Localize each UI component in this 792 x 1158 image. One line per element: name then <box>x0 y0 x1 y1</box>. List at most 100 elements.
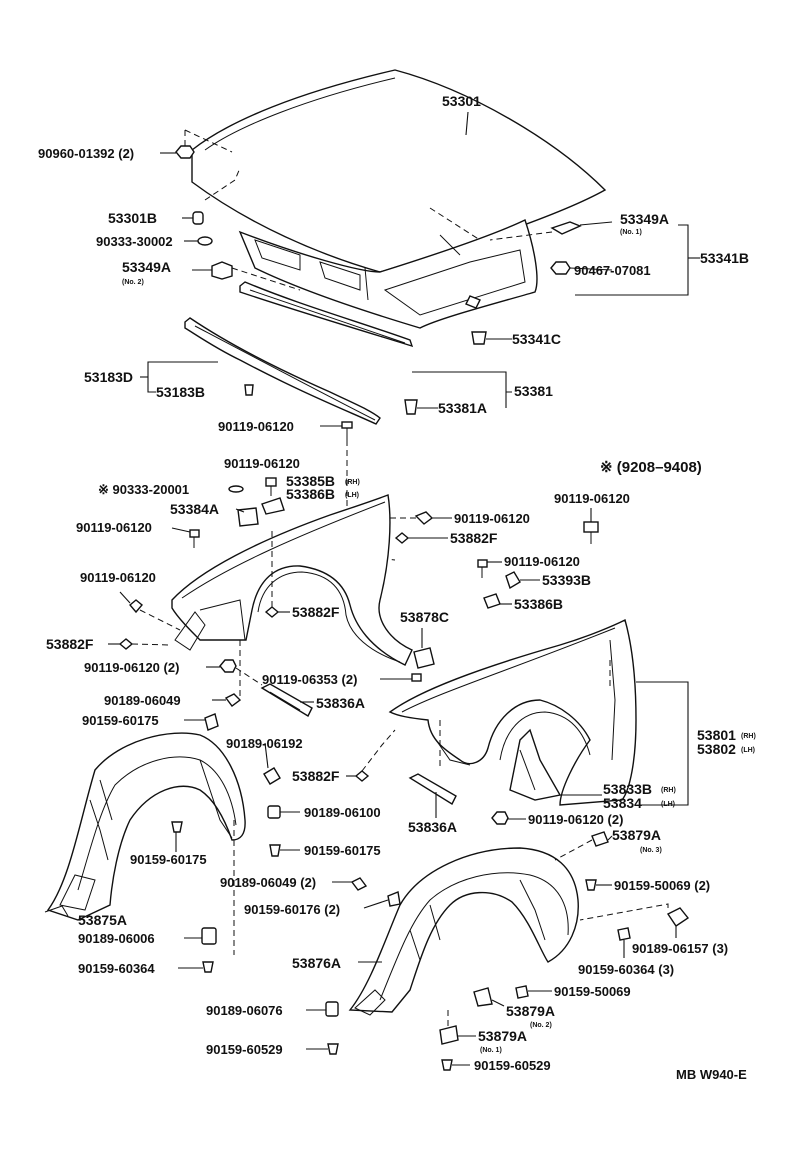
label-53882f-c: 53882F <box>292 604 340 620</box>
label-53834: 53834 <box>603 795 642 811</box>
leader-90189-b <box>264 742 269 769</box>
label-90119-k: 90119-06120 (2) <box>528 812 623 827</box>
label-90159-f: 90159-60176 (2) <box>244 902 340 917</box>
bolt-90119-i-icon <box>583 521 599 544</box>
fender-bracket-53385b-icon <box>261 497 285 515</box>
label-90159-g: 90159-60364 (3) <box>578 962 674 977</box>
clip-90119-e-icon <box>414 511 434 525</box>
label-53349a-top-no: (No. 1) <box>620 229 642 236</box>
plate-90189-b-icon <box>263 767 281 785</box>
label-53879a-b-no: (No. 2) <box>530 1022 552 1029</box>
screw-90159-a-icon <box>204 713 219 731</box>
label-53381a: 53381A <box>438 400 487 416</box>
bracket-53183d <box>147 361 218 393</box>
hood-hinge-clip-right-icon <box>550 221 582 275</box>
label-53183d: 53183D <box>84 369 133 385</box>
hood-inner-panel <box>238 219 538 329</box>
label-90159-b: 90159-60175 <box>130 852 207 867</box>
screw-90159-c-icon <box>269 844 281 857</box>
clip-53879a-c-icon <box>439 1025 459 1045</box>
dash-53349a-top <box>429 207 553 241</box>
dash-53882f-a <box>131 643 171 646</box>
label-53301: 53301 <box>442 93 481 109</box>
screw-90159-d-icon <box>202 961 214 973</box>
label-90159-j: 90159-60529 <box>474 1058 551 1073</box>
fender-bracket-53384a-icon <box>237 507 259 527</box>
label-53802: 53802 <box>697 741 736 757</box>
label-53876a: 53876A <box>292 955 341 971</box>
leader-53879a-a <box>607 835 613 841</box>
label-53381: 53381 <box>514 383 553 399</box>
label-90119-e: 90119-06120 <box>454 511 530 526</box>
label-53879a-c: 53879A <box>478 1028 527 1044</box>
dash-53882f-d <box>361 729 396 772</box>
clip-53879a-b-icon <box>473 987 493 1007</box>
screw-90159-i-icon <box>327 1043 339 1055</box>
fender-liner-53875a <box>44 732 246 921</box>
hood-to-cowl-seal <box>239 281 414 348</box>
fender-brace-53834-icon <box>509 728 562 801</box>
label-53349a-top: 53349A <box>620 211 669 227</box>
screw-90159-e-icon <box>585 879 597 891</box>
seal-clip-icon <box>244 384 254 396</box>
screw-90159-f-icon <box>387 891 401 907</box>
label-53879a-a: 53879A <box>612 827 661 843</box>
front-fender-late <box>388 618 637 806</box>
label-90189-g: 90189-06076 <box>206 1003 283 1018</box>
dash-90189-f <box>579 903 669 921</box>
fender-liner-bracket-53878c-icon <box>413 647 435 669</box>
bracket-53386b2-icon <box>483 593 501 609</box>
label-90119-d: 90119-06120 <box>80 570 156 585</box>
pad-53882f-d-icon <box>354 770 370 782</box>
label-90119-i: 90119-06120 <box>554 491 630 506</box>
label-53879a-a-no: (No. 3) <box>640 847 662 854</box>
label-90467: 90467-07081 <box>574 263 651 278</box>
label-53301b: 53301B <box>108 210 157 226</box>
label-53801: 53801 <box>697 727 736 743</box>
leader-90467 <box>569 267 613 271</box>
diagram-code: MB W940-E <box>676 1067 747 1082</box>
label-53836a-b: 53836A <box>408 819 457 835</box>
fender-brace-53836a-b-icon <box>408 773 457 805</box>
label-53834-lh: (LH) <box>661 801 675 808</box>
clip-90119-j-icon <box>477 559 488 578</box>
hood-front-seal <box>184 317 381 425</box>
bolt-90119-a-icon <box>341 421 353 440</box>
hood-insulator-clip-icon <box>465 295 487 345</box>
label-53882f-b: 53882F <box>450 530 498 546</box>
label-53385b-rh: (RH) <box>345 479 360 486</box>
leader-90119-c <box>171 527 191 533</box>
label-53341c: 53341C <box>512 331 561 347</box>
seal-retainer-icon <box>404 399 418 415</box>
label-53393b: 53393B <box>542 572 591 588</box>
label-53833b-rh: (RH) <box>661 787 676 794</box>
label-90159-d: 90159-60364 <box>78 961 155 976</box>
label-53384a: 53384A <box>170 501 219 517</box>
label-53349a-left-no: (No. 2) <box>122 279 144 286</box>
label-90189-e: 90189-06049 (2) <box>220 875 316 890</box>
fender-brace-53836a-a-icon <box>260 683 313 717</box>
label-53349a-left: 53349A <box>122 259 171 275</box>
leader-90159-f <box>363 899 389 909</box>
clip-90119-d-icon <box>129 599 143 614</box>
leader-53879a-b <box>491 999 505 1007</box>
label-90119-g: 90119-06120 (2) <box>84 660 179 675</box>
label-90189-a: 90189-06049 <box>104 693 181 708</box>
label-53833b: 53833B <box>603 781 652 797</box>
bolt-90119-c-icon <box>189 529 200 548</box>
label-53878c: 53878C <box>400 609 449 625</box>
label-53882f-a: 53882F <box>46 636 94 652</box>
clip-90189-d-icon <box>201 927 217 945</box>
label-90189-f: 90189-06157 (3) <box>632 941 728 956</box>
bracket-53341b <box>575 224 689 296</box>
label-90159-h: 90159-50069 <box>554 984 631 999</box>
label-53879a-b: 53879A <box>506 1003 555 1019</box>
label-53801-rh: (RH) <box>741 733 756 740</box>
bracket-53381 <box>412 371 512 408</box>
clip-53879a-a-icon <box>591 831 609 847</box>
label-90119-j: 90119-06120 <box>504 554 580 569</box>
label-90333b: ※ 90333-20001 <box>98 482 189 497</box>
hood-stay-bumper-icon <box>192 211 213 246</box>
